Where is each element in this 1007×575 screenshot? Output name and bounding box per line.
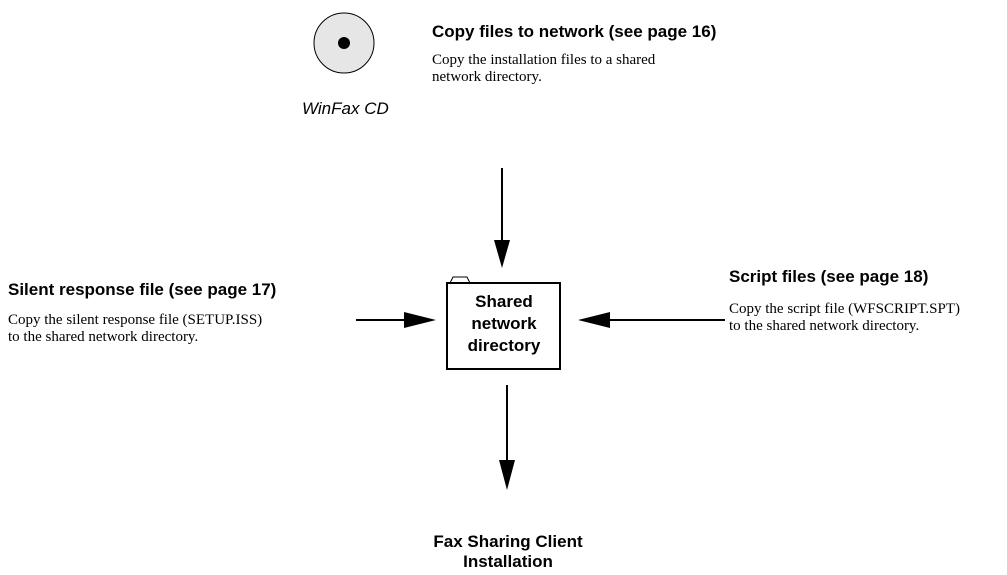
- arrow-silent-to-folder: [356, 312, 436, 328]
- copy-files-description: Copy the installation files to a shared …: [432, 52, 716, 86]
- cd-caption: WinFax CD: [302, 99, 389, 118]
- silent-response-desc-line2: to the shared network directory.: [8, 329, 199, 345]
- shared-directory-line2: network: [471, 314, 537, 333]
- folder-icon: [446, 276, 561, 370]
- script-files-heading: Script files (see page 18): [729, 267, 929, 286]
- final-label-line1: Fax Sharing Client: [433, 532, 583, 551]
- shared-directory-line1: Shared: [475, 292, 533, 311]
- silent-response-heading: Silent response file (see page 17): [8, 280, 277, 299]
- arrow-script-to-folder: [578, 312, 725, 328]
- copy-files-heading: Copy files to network (see page 16): [432, 22, 717, 41]
- shared-directory-line3: directory: [467, 336, 541, 355]
- shared-directory-label: Shared network directory: [448, 291, 560, 357]
- copy-files-desc-line2: network directory.: [432, 69, 542, 85]
- copy-files-desc-line1: Copy the installation files to a shared: [432, 52, 656, 68]
- silent-response-desc-line1: Copy the silent response file (SETUP.ISS…: [8, 312, 263, 328]
- final-label-line2: Installation: [463, 552, 553, 571]
- script-files-desc-line1: Copy the script file (WFSCRIPT.SPT): [729, 301, 960, 317]
- cd-disc-icon: [313, 12, 375, 74]
- silent-response-description: Copy the silent response file (SETUP.ISS…: [8, 312, 276, 346]
- copy-files-block: Copy files to network (see page 16) Copy…: [432, 22, 716, 86]
- arrow-folder-to-final: [499, 385, 515, 490]
- script-files-desc-line2: to the shared network directory.: [729, 318, 920, 334]
- arrow-copy-to-folder: [494, 168, 510, 268]
- fax-sharing-client-installation-label: Fax Sharing Client Installation: [388, 532, 628, 572]
- silent-response-block: Silent response file (see page 17) Copy …: [8, 280, 276, 346]
- script-files-block: Script files (see page 18) Copy the scri…: [729, 267, 960, 335]
- script-files-description: Copy the script file (WFSCRIPT.SPT) to t…: [729, 301, 960, 335]
